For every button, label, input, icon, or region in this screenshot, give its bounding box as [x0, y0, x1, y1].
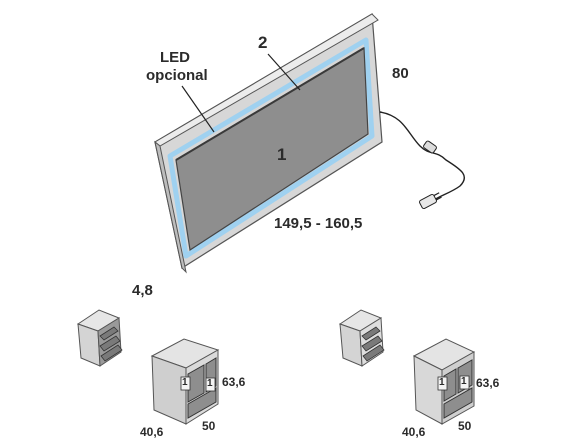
part-1-label: 1: [277, 145, 287, 164]
nightstand-left-mark-b: 1: [207, 378, 213, 389]
nightstand-right-mark-a: 1: [439, 377, 445, 388]
nightstand-right-height: 63,6: [476, 376, 500, 390]
headboard-depth: 4,8: [132, 282, 153, 299]
led-strip: [167, 37, 375, 259]
power-plug-icon: [419, 192, 442, 210]
drawer-c: [187, 387, 217, 419]
led-leader: [181, 85, 215, 133]
drawer-c: [443, 387, 473, 419]
part-2-label: 2: [258, 33, 268, 52]
part-2-leader: [267, 53, 301, 91]
nightstand-left-mark-a: 1: [182, 377, 188, 388]
headboard-panel-lip: [175, 47, 365, 161]
power-cable: [379, 111, 465, 201]
nightstand-left-height: 63,6: [222, 375, 246, 389]
nightstand-right-large: [412, 338, 476, 425]
nightstand-left-large: [150, 338, 220, 425]
led-label-line2: opcional: [146, 67, 208, 84]
headboard-width: 149,5 - 160,5: [274, 215, 363, 232]
nightstand-right-mark-b: 1: [461, 376, 467, 387]
cable-switch-icon: [423, 140, 437, 154]
headboard-frame-left-edge: [154, 140, 187, 274]
nightstand-left-small: [76, 309, 123, 367]
nightstand-left-width: 50: [202, 419, 216, 433]
nightstand-right-width: 50: [458, 419, 472, 433]
headboard: [154, 12, 465, 274]
headboard-height: 80: [392, 65, 409, 82]
nightstand-right-depth: 40,6: [402, 425, 426, 439]
led-label-line1: LED: [160, 49, 190, 66]
nightstand-left-depth: 40,6: [140, 425, 164, 439]
drawer-a: [187, 364, 205, 403]
nightstand-right-small: [338, 309, 385, 367]
